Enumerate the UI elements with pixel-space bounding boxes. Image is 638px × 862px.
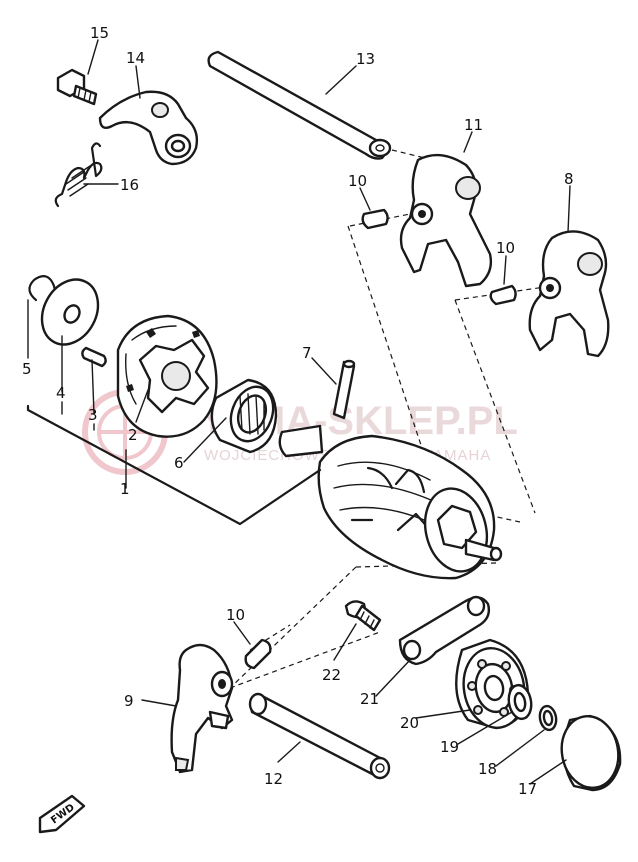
part-8-shift-fork — [528, 230, 610, 358]
callout-6: 6 — [174, 454, 184, 472]
callout-3: 3 — [88, 406, 98, 424]
callout-12: 12 — [264, 770, 283, 788]
callout-1: 1 — [120, 480, 130, 498]
part-4-washer — [40, 278, 100, 346]
fwd-arrow-icon: FWD — [38, 794, 86, 834]
callout-5: 5 — [22, 360, 32, 378]
callout-7: 7 — [302, 344, 312, 362]
part-16-spring — [54, 142, 103, 208]
callout-21: 21 — [360, 690, 379, 708]
callout-10-lower: 10 — [226, 606, 245, 624]
part-10-guide-pin-b — [489, 284, 517, 306]
callout-15: 15 — [90, 24, 109, 42]
callout-17: 17 — [518, 780, 537, 798]
callout-4: 4 — [56, 384, 66, 402]
callout-numbers: 15 14 13 11 8 10 10 16 7 5 4 3 2 6 1 10 … — [22, 24, 574, 798]
leader-lines — [26, 39, 571, 785]
part-7-pin — [332, 359, 356, 420]
callout-19: 19 — [440, 738, 459, 756]
part-15-bolt — [56, 68, 98, 106]
callout-18: 18 — [478, 760, 497, 778]
callout-22: 22 — [322, 666, 341, 684]
part-9-shift-fork — [170, 643, 234, 774]
part-22-screw — [344, 600, 382, 632]
callout-10-upper: 10 — [348, 172, 367, 190]
part-17-cap — [560, 714, 622, 792]
callout-13: 13 — [356, 50, 375, 68]
callout-10-right: 10 — [496, 239, 515, 257]
part-11-shift-fork — [399, 153, 493, 288]
part-10-guide-pin-a — [361, 208, 389, 230]
part-13-shift-fork-shaft — [207, 50, 392, 160]
part-18-circlip — [538, 704, 558, 732]
part-19-washer — [507, 683, 533, 721]
callout-20: 20 — [400, 714, 419, 732]
part-6-bearing — [210, 378, 278, 454]
callout-2: 2 — [128, 426, 138, 444]
part-2-segment — [116, 314, 218, 438]
part-3-dowel-pin — [81, 346, 107, 368]
callout-9: 9 — [124, 692, 134, 710]
part-12-shift-fork-shaft — [248, 692, 391, 780]
part-10-guide-pin-c — [244, 638, 272, 670]
callout-11: 11 — [464, 116, 483, 134]
part-1-shift-cam — [278, 424, 503, 580]
part-14-stopper-lever — [98, 90, 199, 166]
callout-8: 8 — [564, 170, 574, 188]
callout-16: 16 — [120, 176, 139, 194]
callout-14: 14 — [126, 49, 145, 67]
